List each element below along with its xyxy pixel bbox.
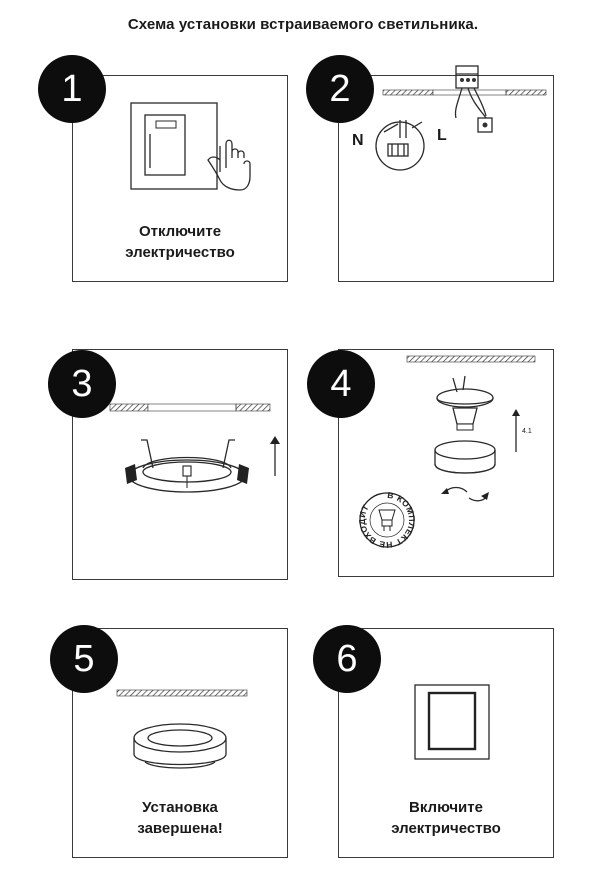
step-1-caption: Отключите электричество (72, 221, 288, 263)
step-1-caption-line2: электричество (125, 244, 235, 261)
step-4-badge: 4 (307, 350, 375, 418)
label-live: L (437, 127, 447, 144)
wiring-illustration (375, 65, 547, 171)
lamp-installation-illustration: В КОМПЛЕКТ НЕ ВХОДИТ (357, 355, 536, 550)
step-6-badge: 6 (313, 625, 381, 693)
step-1-badge: 1 (38, 55, 106, 123)
step-1-panel (72, 75, 288, 282)
step-3-badge: 3 (48, 350, 116, 418)
arrow-label-4-1: 4.1 (522, 428, 532, 435)
switch-off-icon (130, 102, 251, 191)
step-2-panel (338, 75, 554, 282)
step-6-caption-line2: электричество (391, 820, 501, 837)
step-5-caption-line2: завершена! (137, 820, 223, 837)
step-5-caption-line1: Установка (142, 799, 218, 816)
step-5-badge: 5 (50, 625, 118, 693)
mounting-illustration (109, 403, 280, 493)
step-6-caption: Включите электричество (338, 797, 554, 839)
page-title: Схема установки встраиваемого светильник… (127, 16, 479, 33)
step-5-caption: Установка завершена! (72, 797, 288, 839)
step-6-caption-line1: Включите (409, 799, 483, 816)
step-2-badge: 2 (306, 55, 374, 123)
step-1-caption-line1: Отключите (138, 223, 222, 240)
label-neutral: N (352, 132, 364, 149)
switch-on-icon (414, 684, 490, 760)
installed-fixture-illustration (116, 689, 248, 769)
